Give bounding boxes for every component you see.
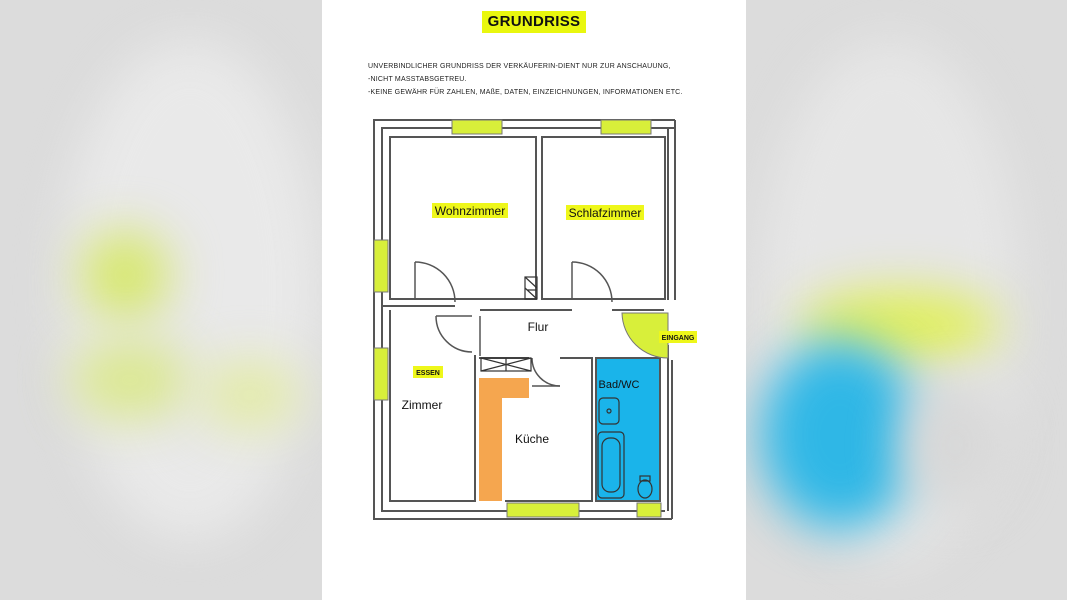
room-label-kueche: Küche (515, 432, 549, 446)
room-label-essen: ESSEN (416, 370, 440, 377)
room-label-eingang: EINGANG (662, 335, 695, 342)
room-label-flur: Flur (528, 320, 549, 334)
windows (373, 119, 662, 518)
bathroom-fill (596, 358, 660, 501)
walls (373, 119, 676, 520)
label-highlights (413, 203, 697, 378)
disclaimer-line-2: -NICHT MASSTABSGETREU. (368, 76, 467, 83)
bathroom-fixtures (597, 397, 653, 499)
room-label-schlafzimmer: Schlafzimmer (569, 206, 642, 220)
room-label-wohnzimmer: Wohnzimmer (435, 204, 505, 218)
kitchen-counter (479, 378, 529, 501)
room-label-bad-wc: Bad/WC (599, 379, 640, 391)
entrance-door (621, 312, 669, 359)
page-title: GRUNDRISS (482, 11, 586, 33)
door-swings (414, 261, 613, 387)
disclaimer-line-3: -KEINE GEWÄHR FÜR ZAHLEN, MAßE, DATEN, E… (368, 89, 683, 96)
disclaimer-line-1: UNVERBINDLICHER GRUNDRISS DER VERKÄUFERI… (368, 63, 671, 70)
ventilation-shafts (480, 276, 538, 372)
room-label-zimmer: Zimmer (402, 398, 443, 412)
